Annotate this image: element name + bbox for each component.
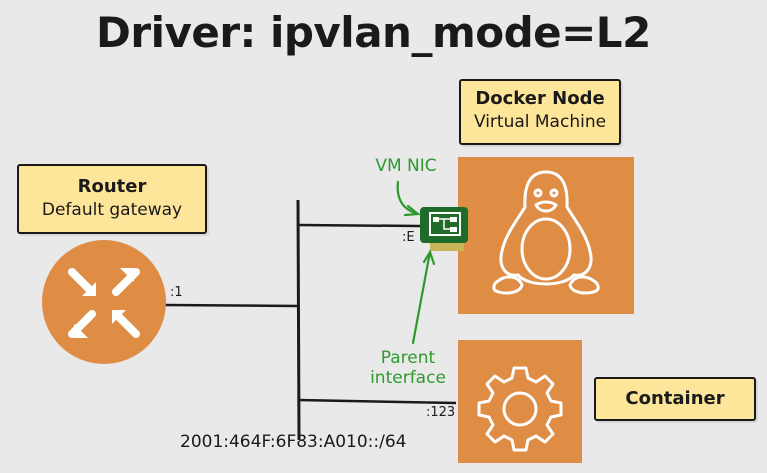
docker-node-note: Docker Node Virtual Machine [459,79,621,145]
router-port-label: :1 [170,285,183,300]
container-title: Container [625,388,725,409]
parent-interface-line2: interface [370,368,446,388]
network-bus-line [296,199,301,441]
gear-icon [477,366,563,452]
docker-node-subtitle: Virtual Machine [473,112,607,132]
router-note: Router Default gateway [17,164,207,234]
linux-penguin-icon [492,170,600,295]
router-title: Router [77,176,147,197]
container-box [458,340,582,463]
vm-port-label: :E [402,230,415,245]
parent-interface-line1: Parent [380,348,436,368]
parent-interface-arrow [411,249,436,345]
parent-interface-label: Parent interface [360,348,456,388]
router-link [164,303,299,308]
container-link [297,398,457,405]
network-interface-card-icon [420,207,468,251]
vm-box [458,157,634,314]
router-subtitle: Default gateway [41,200,183,220]
subnet-label: 2001:464F:6F83:A010::/64 [180,432,407,452]
container-port-label: :123 [426,405,456,420]
vm-nic-arrow [396,180,421,217]
vm-nic-label: VM NIC [375,156,437,176]
router-arrows-icon [42,240,166,364]
vm-link [297,223,421,228]
container-note: Container [594,377,756,421]
docker-node-title: Docker Node [475,88,605,109]
diagram-title: Driver: ipvlan_mode=L2 [96,8,651,57]
